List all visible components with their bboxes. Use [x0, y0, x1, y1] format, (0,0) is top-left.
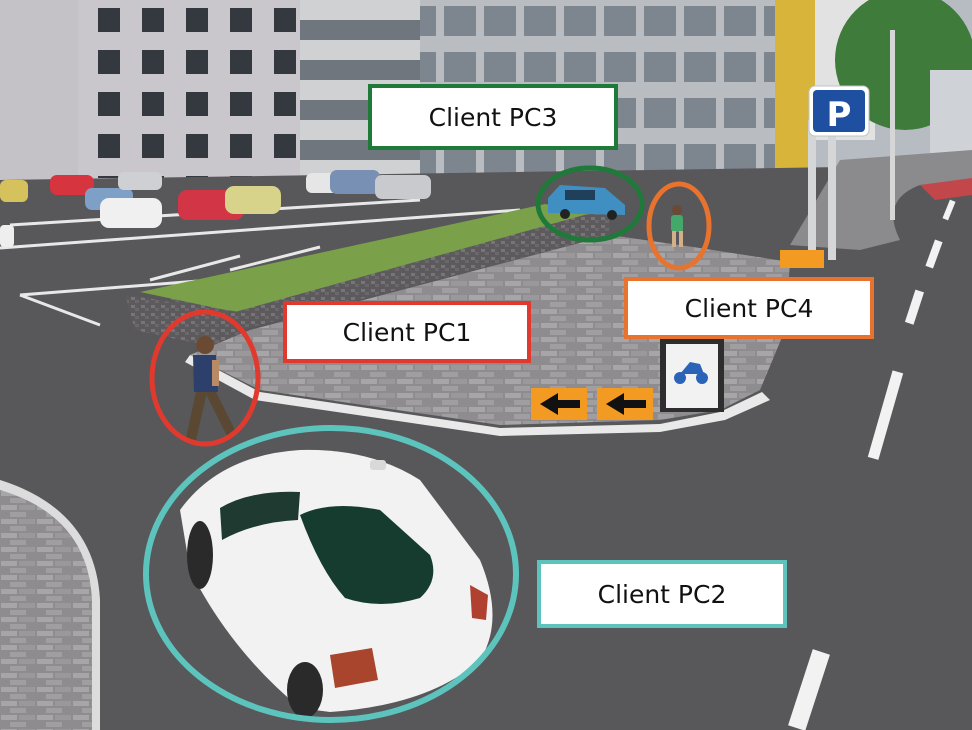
- parking-sign-letter: P: [827, 95, 852, 135]
- parking-sign-icon: [813, 90, 865, 132]
- client-pc4-label: Client PC4: [624, 277, 874, 339]
- left-arrow-icon: [540, 393, 580, 415]
- pc1-highlight-ellipse: [149, 309, 261, 447]
- motorcycle-parking-board: [660, 338, 724, 412]
- pedestrian-green: [671, 205, 683, 247]
- lane-markings: [788, 199, 956, 730]
- pc4-highlight-ellipse: [646, 181, 712, 271]
- pc3-highlight-ellipse: [535, 165, 645, 243]
- blue-car: [548, 185, 625, 220]
- pedestrian-walking: [186, 336, 236, 440]
- parked-cars: [0, 170, 431, 247]
- arrow-boards: [531, 388, 653, 420]
- client-pc1-label: Client PC1: [283, 301, 531, 363]
- planter-island: [125, 204, 610, 355]
- pc2-highlight-ellipse: [143, 425, 519, 723]
- client-pc3-label: Client PC3: [368, 84, 618, 150]
- parking-sign: P: [780, 30, 895, 268]
- white-sports-car: [180, 449, 493, 718]
- client-pc2-label: Client PC2: [537, 560, 787, 628]
- left-arrow-icon: [606, 393, 646, 415]
- motorcycle-icon: [674, 362, 708, 384]
- left-sidewalk: [0, 480, 100, 730]
- highlight-markers: [143, 165, 712, 723]
